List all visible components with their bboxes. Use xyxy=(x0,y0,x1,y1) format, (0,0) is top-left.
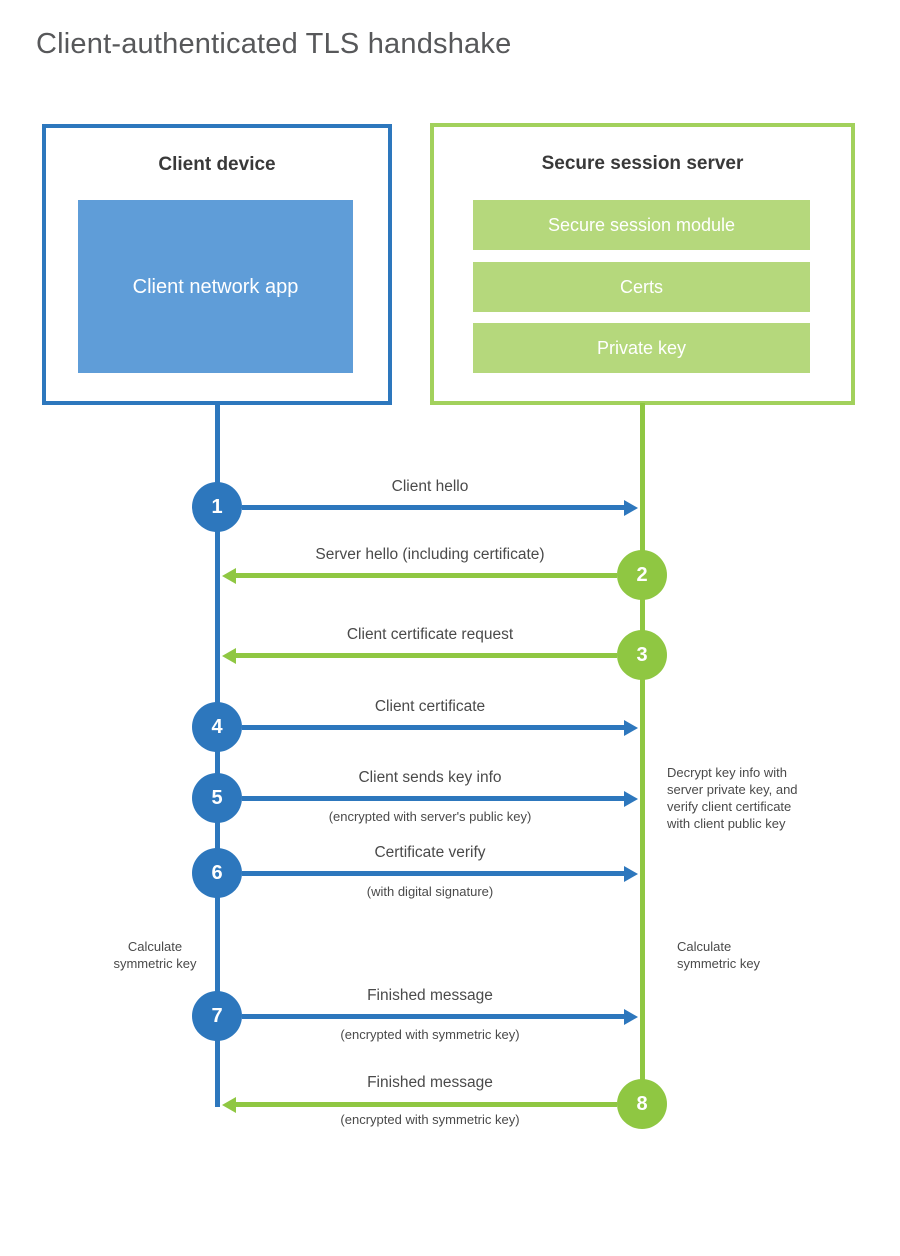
arrow-left-icon xyxy=(222,647,617,664)
arrow-right-icon xyxy=(242,865,638,882)
message-sublabel-8: (encrypted with symmetric key) xyxy=(340,1112,520,1127)
client-network-app-box: Client network app xyxy=(78,200,353,373)
step-badge-4: 4 xyxy=(192,702,242,752)
arrow-right-icon xyxy=(242,1008,638,1025)
message-label-6: Certificate verify xyxy=(374,844,486,861)
message-label-1: Client hello xyxy=(391,478,469,495)
arrow-right-icon xyxy=(242,719,638,736)
message-label-7: Finished message xyxy=(367,987,493,1004)
step-badge-2: 2 xyxy=(617,550,667,600)
calculate-symmetric-key-note-server: Calculate symmetric key xyxy=(677,939,761,971)
message-sublabel-5: (encrypted with server's public key) xyxy=(328,809,532,824)
message-label-5: Client sends key info xyxy=(358,769,502,786)
client-device-title: Client device xyxy=(158,154,276,175)
step-badge-3: 3 xyxy=(617,630,667,680)
step-badge-7: 7 xyxy=(192,991,242,1041)
client-lifeline xyxy=(215,403,220,1107)
message-sublabel-7: (encrypted with symmetric key) xyxy=(340,1027,520,1042)
arrow-right-icon xyxy=(242,499,638,516)
message-sublabel-6: (with digital signature) xyxy=(366,884,494,899)
step-badge-6: 6 xyxy=(192,848,242,898)
step-badge-5: 5 xyxy=(192,773,242,823)
server-title: Secure session server xyxy=(541,153,744,174)
server-module-private-key: Private key xyxy=(473,323,810,373)
step-badge-8: 8 xyxy=(617,1079,667,1129)
message-label-8: Finished message xyxy=(367,1074,493,1091)
calculate-symmetric-key-note-client: Calculate symmetric key xyxy=(113,939,197,971)
arrow-left-icon xyxy=(222,1096,617,1113)
arrow-right-icon xyxy=(242,790,638,807)
decrypt-key-note: Decrypt key info with server private key… xyxy=(667,765,798,831)
server-module-secure-session: Secure session module xyxy=(473,200,810,250)
message-label-3: Client certificate request xyxy=(346,626,514,643)
message-label-2: Server hello (including certificate) xyxy=(315,546,545,563)
arrow-left-icon xyxy=(222,567,617,584)
server-module-certs: Certs xyxy=(473,262,810,312)
server-lifeline xyxy=(640,403,645,1103)
message-label-4: Client certificate xyxy=(374,698,486,715)
step-badge-1: 1 xyxy=(192,482,242,532)
page-title: Client-authenticated TLS handshake xyxy=(36,28,512,60)
